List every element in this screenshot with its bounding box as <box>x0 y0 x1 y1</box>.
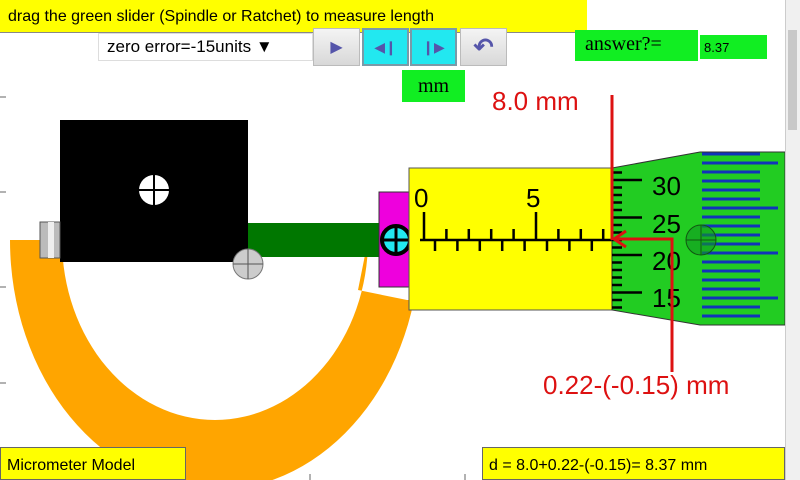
spindle[interactable] <box>248 223 392 257</box>
model-title: Micrometer Model <box>0 447 186 480</box>
frame-screw-icon <box>139 175 169 205</box>
main-scale-ticks <box>420 212 612 251</box>
scrollbar-thumb[interactable] <box>788 30 797 130</box>
step-back-icon: ◀❙ <box>374 38 397 55</box>
ratchet-knurl <box>702 152 778 318</box>
main-scale-reading: 8.0 mm <box>492 86 579 116</box>
answer-input[interactable] <box>700 35 767 59</box>
zero-error-select[interactable]: zero error=-15units ▼ <box>98 33 313 61</box>
reading-arrows <box>610 95 674 372</box>
spindle-handle-icon[interactable] <box>380 224 412 256</box>
thimble-reading: 0.22-(-0.15) mm <box>543 370 730 400</box>
undo-button[interactable]: ↶ <box>460 28 507 66</box>
main-label-0: 0 <box>414 183 428 213</box>
undo-icon: ↶ <box>473 33 494 61</box>
instruction-banner: drag the green slider (Spindle or Ratche… <box>0 0 587 33</box>
thimble-label-25: 25 <box>652 209 681 239</box>
thimble-label-20: 20 <box>652 246 681 276</box>
main-label-5: 5 <box>526 183 540 213</box>
frame-u-shape <box>10 240 420 480</box>
thimble-label-15: 15 <box>652 283 681 313</box>
unit-label: mm <box>402 70 465 102</box>
result-formula: d = 8.0+0.22-(-0.15)= 8.37 mm <box>482 447 785 480</box>
thimble-label-30: 30 <box>652 171 681 201</box>
step-forward-icon: ❙▶ <box>422 38 445 55</box>
play-icon: ▶ <box>330 39 343 56</box>
answer-label: answer?= <box>575 30 698 61</box>
play-button[interactable]: ▶ <box>313 28 360 66</box>
step-back-button[interactable]: ◀❙ <box>362 28 409 66</box>
step-forward-button[interactable]: ❙▶ <box>410 28 457 66</box>
lock-screw-icon <box>232 248 264 280</box>
